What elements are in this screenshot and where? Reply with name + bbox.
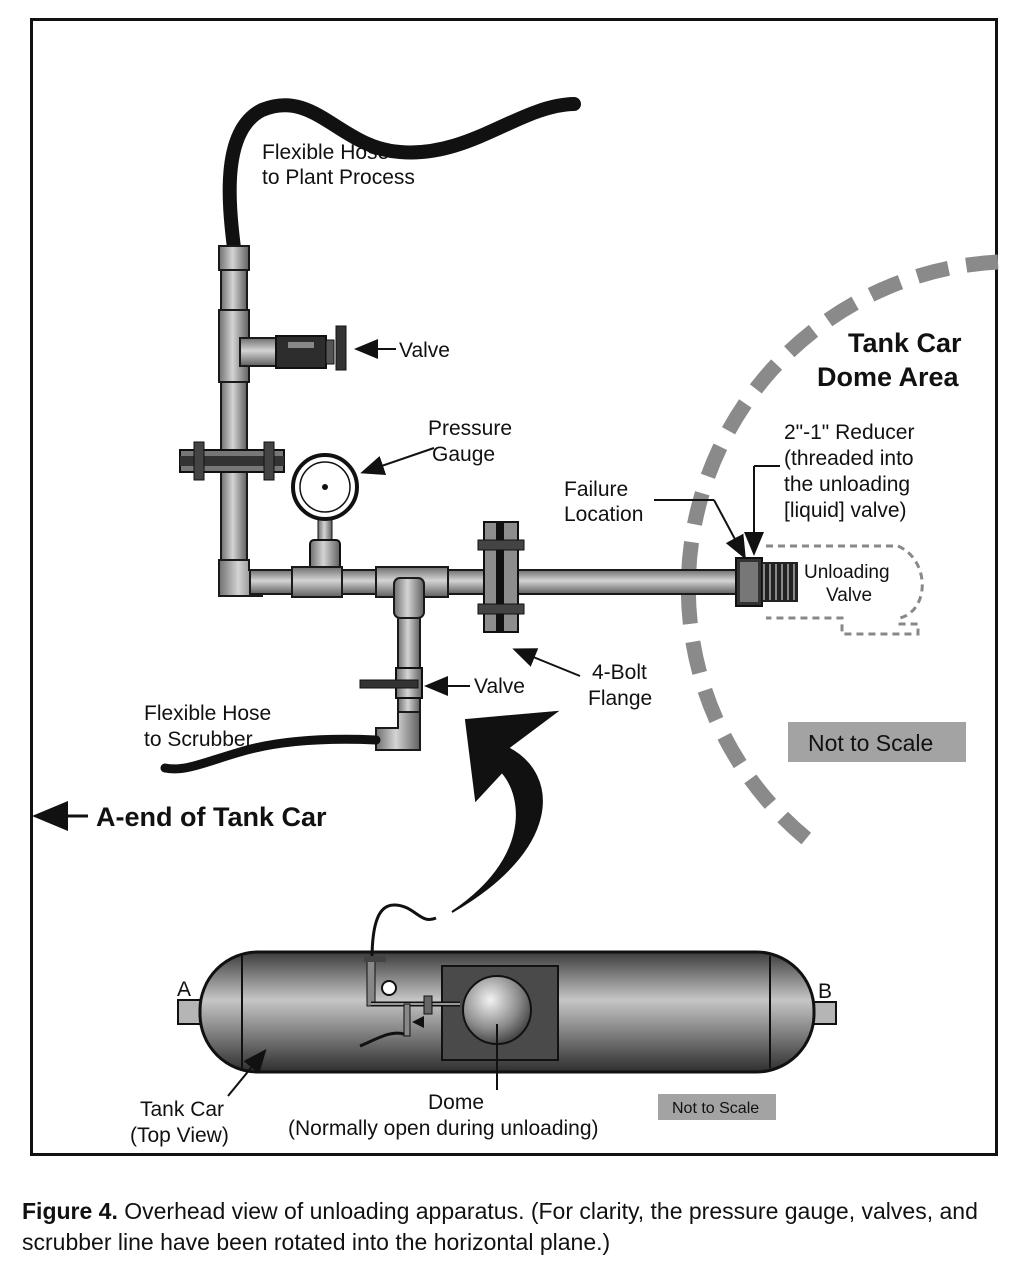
lower-valve xyxy=(359,667,423,699)
label-failure-location: Location xyxy=(564,503,643,526)
label-reducer: [liquid] valve) xyxy=(784,499,907,522)
scrubber-elbow xyxy=(375,711,421,751)
tank-car xyxy=(177,950,837,1074)
label-hose-scrubber: Flexible Hose xyxy=(144,702,271,725)
label-unloading-valve: Unloading xyxy=(804,562,890,583)
label-valve-lower: Valve xyxy=(474,675,525,698)
label-valve-upper: Valve xyxy=(399,339,450,362)
dome-area-boundary xyxy=(680,254,999,846)
reducer xyxy=(735,557,763,607)
hose-to-plant xyxy=(222,97,581,255)
label-not-to-scale-top: Not to Scale xyxy=(808,730,933,756)
not-to-scale-badge-top xyxy=(788,722,966,762)
unloading-valve-threads xyxy=(762,562,798,602)
pressure-gauge xyxy=(291,453,359,581)
pipe-coupling xyxy=(218,245,250,271)
magnify-arrow xyxy=(451,710,560,913)
label-a-end: A-end of Tank Car xyxy=(96,802,327,832)
tank-car-arrow xyxy=(227,1048,267,1097)
failure-location-arrow xyxy=(713,499,746,560)
label-tank-car: Tank Car xyxy=(140,1098,224,1121)
upper-valve xyxy=(239,325,347,371)
pressure-gauge-arrow xyxy=(360,447,435,475)
upper-flange xyxy=(179,441,285,481)
figure-caption: Figure 4. Overhead view of unloading app… xyxy=(22,1196,1012,1258)
label-reducer: (threaded into xyxy=(784,447,914,470)
label-pressure-gauge: Gauge xyxy=(432,443,495,466)
unloading-valve-outline xyxy=(766,544,924,636)
label-hose-scrubber: to Scrubber xyxy=(144,728,253,751)
label-dome-area: Dome Area xyxy=(817,362,960,392)
four-bolt-flange xyxy=(477,521,525,633)
four-bolt-flange-arrow xyxy=(512,648,581,677)
label-dome-area: Tank Car xyxy=(848,328,962,358)
caption-text: Overhead view of unloading apparatus. (F… xyxy=(22,1198,978,1255)
mini-apparatus xyxy=(359,903,460,1048)
label-four-bolt-flange: Flange xyxy=(588,687,652,710)
label-pressure-gauge: Pressure xyxy=(428,417,512,440)
label-end-b: B xyxy=(818,980,832,1003)
label-tank-car: (Top View) xyxy=(130,1124,229,1147)
pipe-coupling xyxy=(291,566,343,598)
pipe-coupling xyxy=(393,577,425,619)
figure-number: Figure 4. xyxy=(22,1198,118,1224)
label-unloading-valve: Valve xyxy=(826,585,872,606)
figure-frame xyxy=(30,18,998,1156)
not-to-scale-badge-bottom xyxy=(658,1094,776,1120)
hose-to-scrubber xyxy=(160,734,381,774)
label-dome: (Normally open during unloading) xyxy=(288,1117,599,1140)
unloading-apparatus-diagram: Flexible Hose to Plant Process Valve Pre… xyxy=(32,97,999,1147)
label-end-a: A xyxy=(177,978,191,1001)
label-four-bolt-flange: 4-Bolt xyxy=(592,661,647,684)
label-hose-plant: to Plant Process xyxy=(262,166,415,189)
label-dome: Dome xyxy=(428,1091,484,1114)
label-reducer: 2"-1" Reducer xyxy=(784,421,914,444)
label-hose-plant: Flexible Hose xyxy=(262,141,389,164)
label-failure-location: Failure xyxy=(564,478,628,501)
label-reducer: the unloading xyxy=(784,473,910,496)
vertical-pipe xyxy=(220,245,248,589)
label-not-to-scale-bottom: Not to Scale xyxy=(672,1100,759,1117)
